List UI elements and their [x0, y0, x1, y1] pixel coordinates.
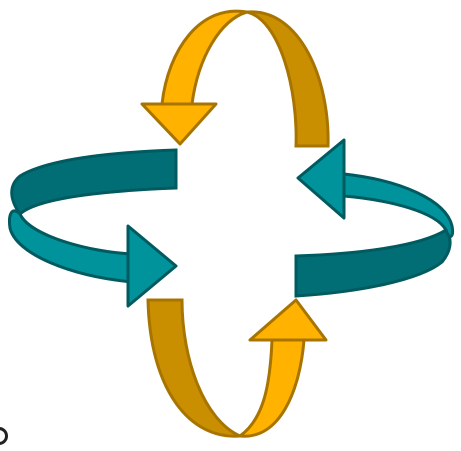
teal-right-back-band [296, 230, 450, 296]
gold-top-front-band [162, 11, 247, 104]
gold-arrow-top [142, 11, 328, 146]
teal-right-arrowhead [298, 140, 344, 218]
gold-arrow-bottom [148, 300, 326, 436]
teal-right-front-band [344, 174, 453, 237]
teal-arrow-left [9, 150, 176, 306]
gold-top-back-band [247, 12, 328, 146]
teal-left-back-band [12, 150, 176, 214]
gold-top-arrowhead [142, 104, 216, 144]
gold-bottom-arrowhead [250, 300, 326, 340]
gold-bottom-back-band [148, 300, 240, 436]
gold-bottom-front-band [240, 340, 304, 436]
teal-left-front-band [9, 211, 132, 282]
teal-arrow-right [296, 140, 453, 296]
teal-left-arrowhead [128, 226, 176, 306]
